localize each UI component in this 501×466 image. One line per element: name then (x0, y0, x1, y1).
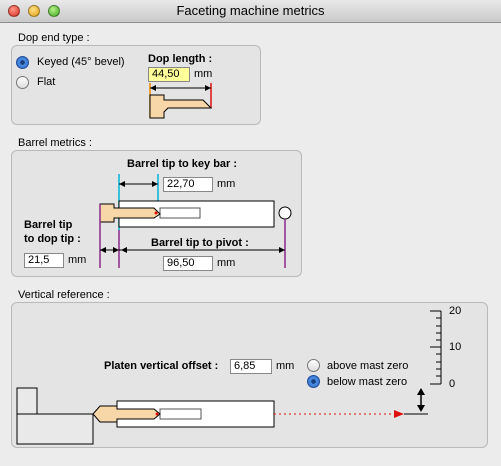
keyed-radio-label: Keyed (45° bevel) (37, 56, 125, 68)
tip-to-key-bar-field[interactable]: 22,70 (163, 177, 213, 192)
keyed-radio[interactable] (16, 56, 29, 69)
below-mast-zero-radio[interactable] (307, 375, 320, 388)
tip-to-dop-tip-unit: mm (68, 254, 87, 266)
above-mast-zero-label: above mast zero (327, 360, 409, 372)
scale-tick-20: 20 (449, 305, 462, 317)
scale-tick-10: 10 (449, 341, 462, 353)
tip-to-key-bar-unit: mm (217, 178, 236, 190)
tip-to-pivot-field[interactable]: 96,50 (163, 256, 213, 271)
dop-end-group (11, 45, 261, 125)
dop-length-field[interactable]: 44,50 (148, 67, 190, 82)
platen-offset-unit: mm (276, 360, 295, 372)
vertical-group-label: Vertical reference : (18, 289, 110, 301)
below-mast-zero-label: below mast zero (327, 376, 408, 388)
window-title: Faceting machine metrics (176, 3, 325, 18)
zoom-button[interactable] (48, 5, 60, 17)
vertical-group (11, 302, 488, 448)
platen-offset-label: Platen vertical offset : (104, 360, 219, 372)
tip-to-dop-tip-label-2: to dop tip : (24, 233, 81, 245)
tip-to-pivot-unit: mm (217, 257, 236, 269)
dop-end-group-label: Dop end type : (18, 32, 90, 44)
tip-to-pivot-label: Barrel tip to pivot : (151, 237, 249, 249)
tip-to-key-bar-label: Barrel tip to key bar : (127, 158, 238, 170)
title-bar (0, 0, 501, 23)
barrel-group-label: Barrel metrics : (18, 137, 92, 149)
close-button[interactable] (8, 5, 20, 17)
platen-offset-field[interactable]: 6,85 (230, 359, 272, 374)
above-mast-zero-radio[interactable] (307, 359, 320, 372)
dop-length-label: Dop length : (148, 53, 213, 65)
flat-radio-label: Flat (37, 76, 56, 88)
minimize-button[interactable] (28, 5, 40, 17)
tip-to-dop-tip-field[interactable]: 21,5 (24, 253, 64, 268)
tip-to-dop-tip-label-1: Barrel tip (24, 219, 73, 231)
scale-tick-0: 0 (449, 378, 456, 390)
flat-radio[interactable] (16, 76, 29, 89)
dop-length-unit: mm (194, 68, 213, 80)
